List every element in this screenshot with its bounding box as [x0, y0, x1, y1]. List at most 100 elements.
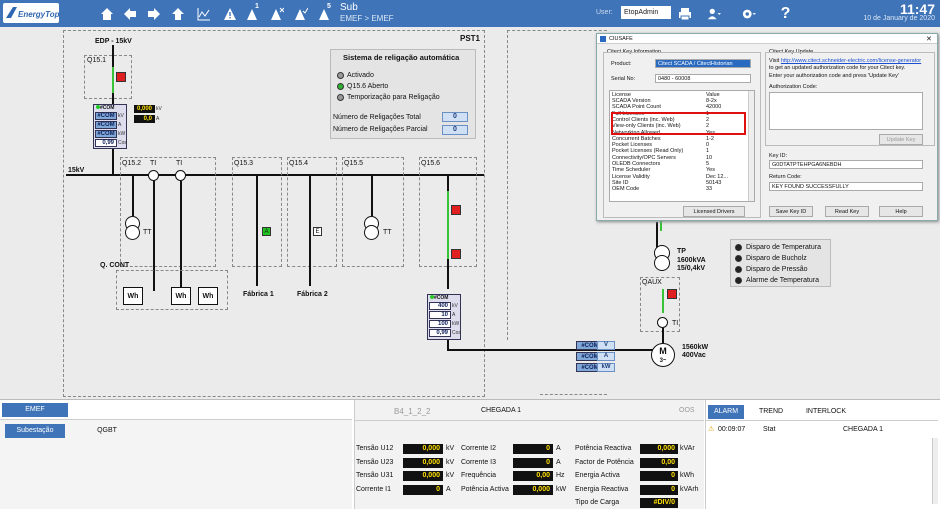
print-icon[interactable]: [675, 5, 695, 22]
fabrica-1-label: Fábrica 1: [243, 291, 274, 298]
license-generator-link[interactable]: http://www.citect.schneider-electric.com…: [780, 58, 922, 64]
measure-value: 0,000: [513, 484, 553, 495]
measure-label: Tipo de Carga: [575, 499, 620, 506]
measure-label: Corrente I2: [461, 445, 497, 452]
settings-gear-icon[interactable]: [738, 5, 760, 22]
alarm-warning-icon[interactable]: [221, 5, 238, 22]
reclose-partial-label: Número de Religações Parcial: [333, 126, 428, 133]
license-row-value: 33: [706, 186, 713, 193]
q156-breaker-button-2[interactable]: [451, 249, 461, 259]
serial-label: Serial No:: [611, 76, 636, 82]
tab-emef[interactable]: EMEF: [2, 403, 68, 417]
update-key-button[interactable]: Update Key: [879, 134, 923, 145]
up-arrow-icon[interactable]: [169, 5, 186, 22]
license-row-value: 50143: [706, 179, 722, 186]
meter-3-unit-3: kW: [597, 363, 615, 372]
license-row-name: Control Clients (inc. Web): [612, 116, 675, 123]
measure-unit: kVArh: [680, 485, 699, 493]
tt-label-2: TT: [383, 229, 392, 236]
motor-spec-1: 1560kW: [682, 344, 709, 351]
close-icon[interactable]: ✕: [926, 36, 932, 43]
q152-cell: [120, 157, 216, 267]
back-arrow-icon[interactable]: [121, 5, 138, 22]
bus-label: 15kV: [68, 167, 85, 174]
license-row-name: Time Scheduler: [612, 167, 651, 174]
alarm-ack-icon[interactable]: [292, 5, 309, 22]
home-icon[interactable]: [98, 5, 115, 22]
qaux-cell: [640, 277, 680, 332]
trend-icon[interactable]: [195, 5, 212, 22]
dialog-help-button[interactable]: Help: [879, 206, 923, 217]
ti-label-4: TI: [672, 320, 679, 327]
measure-label: Potência Activa: [461, 485, 509, 493]
product-field[interactable]: Citect SCADA / CitectHistorian: [655, 59, 751, 68]
q156-feed-line: [447, 349, 657, 351]
warning-icon: ⚠: [708, 426, 715, 433]
alarm-scrollbar[interactable]: [932, 438, 938, 504]
logo-text: EnergyTop: [18, 10, 59, 19]
alarm-clear-icon[interactable]: [268, 5, 285, 22]
help-icon[interactable]: ?: [780, 4, 791, 22]
q156-line-top: [447, 176, 449, 191]
user-menu-icon[interactable]: [703, 5, 725, 22]
q156-breaker-button-1[interactable]: [451, 205, 461, 215]
alarm-row-state[interactable]: Stat: [763, 426, 776, 433]
meter-2-unit-1: kV: [452, 303, 458, 309]
q154-cell: [287, 157, 337, 267]
ti-1-line: [153, 181, 155, 291]
main-busbar: [66, 174, 484, 176]
table-scrollbar[interactable]: [748, 91, 754, 201]
alarm-label-3: Disparo de Pressão: [746, 266, 808, 273]
q153-label: Q15.3: [234, 160, 254, 167]
breaker-id: B4_1_2_2: [394, 407, 431, 416]
alarm-row-desc[interactable]: CHEGADA 1: [843, 426, 884, 433]
auth-code-input[interactable]: [769, 92, 923, 130]
measure-unit: A: [446, 485, 451, 493]
meter-1-unit-2: A: [118, 122, 122, 128]
qaux-label: QAUX: [642, 279, 662, 286]
ti-label-1: TI: [150, 160, 157, 167]
read-key-button[interactable]: Read Key: [825, 206, 869, 217]
measure-label: Energia Activa: [575, 472, 620, 479]
licensed-drivers-button[interactable]: Licensed Drivers: [683, 206, 745, 217]
user-name-field: EtopAdmin: [621, 6, 671, 19]
event-count-icon[interactable]: 5: [316, 3, 333, 22]
save-key-id-button[interactable]: Save Key ID: [769, 206, 813, 217]
qaux-breaker-button[interactable]: [667, 289, 677, 299]
right-frame-bottom: [540, 340, 607, 395]
ti-4-symbol: [657, 317, 668, 328]
return-code-field[interactable]: KEY FOUND SUCCESSFULLY: [769, 182, 923, 191]
reclose-dot-2: [337, 83, 344, 90]
subtab-subestacao[interactable]: Subestação: [5, 424, 65, 438]
measure-value: 0: [403, 484, 443, 495]
measure-unit: A: [556, 445, 561, 452]
meter-2-row-3: 100: [429, 320, 451, 328]
subtab-qgbt[interactable]: QGBT: [97, 427, 117, 434]
license-row-value: 2: [706, 123, 710, 130]
ti-2-symbol: [175, 170, 186, 181]
alarm-count-icon[interactable]: 1: [244, 3, 261, 22]
measure-value: 0,00: [640, 457, 678, 468]
alarm-row-time[interactable]: 00:09:07: [718, 426, 746, 433]
license-row-name: Concurrent Batches: [612, 135, 661, 142]
measure-label: Tensão U12: [356, 445, 394, 452]
measure-unit: kV: [446, 472, 455, 479]
license-row-name: License Validity: [612, 173, 650, 180]
tab-trend[interactable]: TREND: [758, 408, 784, 415]
dialog-title: CIUSAFE: [609, 36, 633, 42]
tab-interlock[interactable]: INTERLOCK: [805, 408, 847, 415]
forward-arrow-icon[interactable]: [145, 5, 162, 22]
q154-switch-button[interactable]: E: [313, 227, 322, 236]
tab-alarm[interactable]: ALARM: [708, 405, 744, 419]
serial-field[interactable]: 0480 - 60008: [655, 74, 751, 83]
measure-label: Energia Reactiva: [575, 485, 629, 493]
license-col-header: License: [612, 92, 631, 98]
reclose-item-1: Activado: [347, 72, 374, 79]
license-row-value: 1: [706, 148, 710, 155]
q151-breaker-button[interactable]: [116, 72, 126, 82]
key-id-field[interactable]: G0DTATPTEHPGA6NEBDH: [769, 160, 923, 169]
tp-symbol-b: [654, 255, 670, 271]
q153-switch-button[interactable]: A: [262, 227, 271, 236]
q155-cell: [342, 157, 404, 267]
